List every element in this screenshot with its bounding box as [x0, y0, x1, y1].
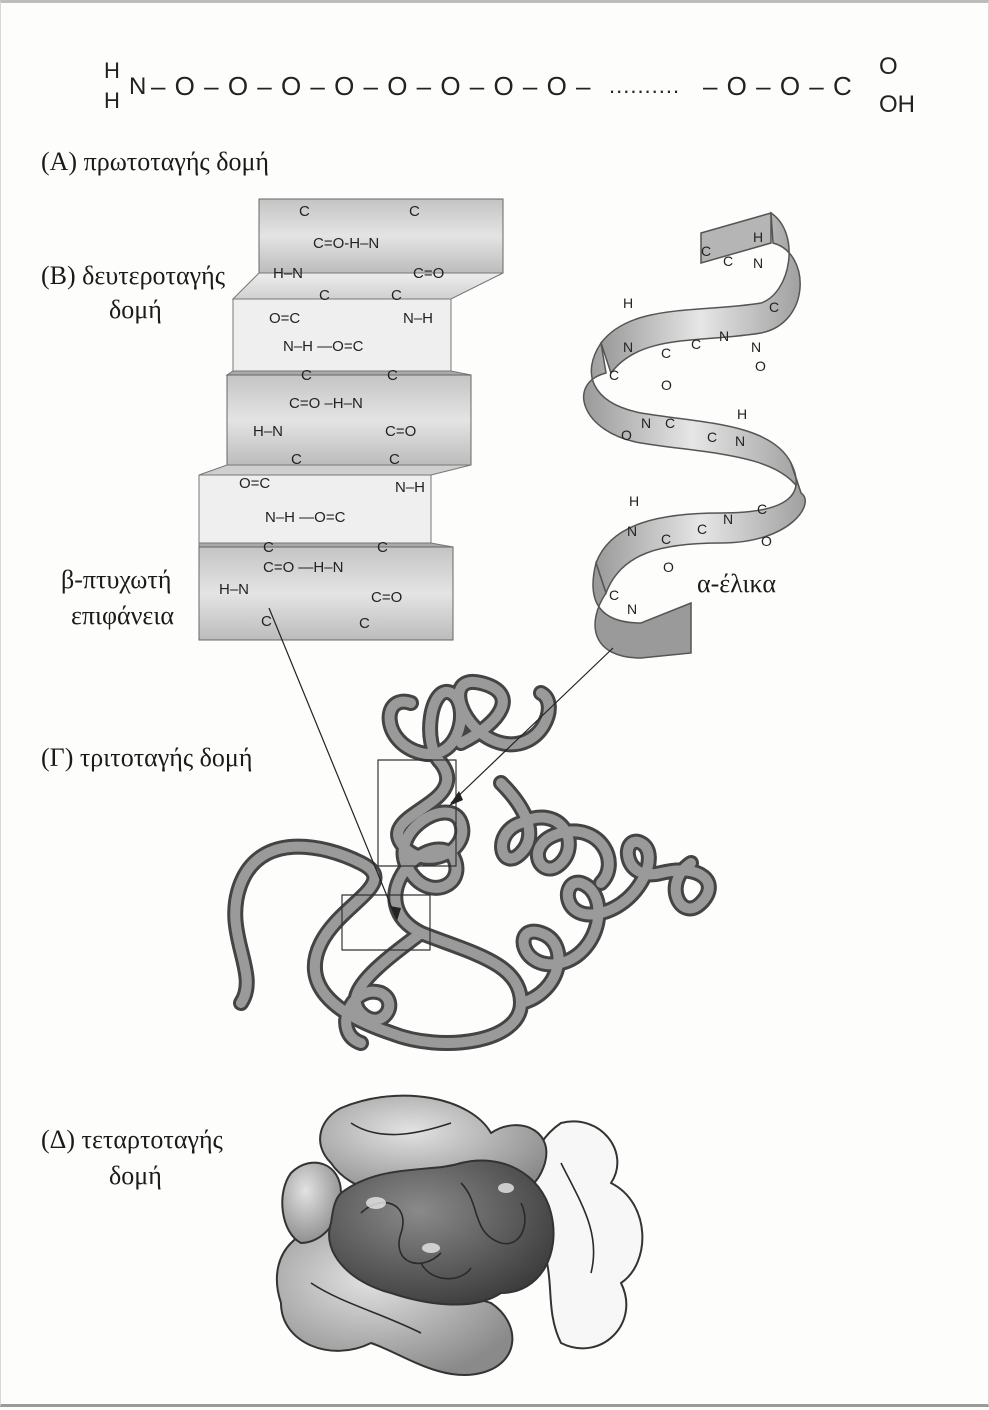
- helix-atom: C: [707, 429, 717, 445]
- helix-atom: N: [735, 433, 745, 449]
- beta-row-8-mid: C=O –H–N: [289, 395, 363, 412]
- helix-atom: N: [751, 339, 761, 355]
- helix-atom: N: [753, 255, 763, 271]
- beta-row-4-right: C: [391, 287, 402, 304]
- beta-sheet-label-line2: επιφάνεια: [71, 601, 174, 631]
- helix-atom: H: [623, 295, 633, 311]
- beta-row-15-left: H–N: [219, 581, 249, 598]
- helix-atom: C: [757, 501, 767, 517]
- helix-atom: N: [627, 601, 637, 617]
- beta-row-15-right: C=O: [371, 589, 402, 606]
- beta-row-2-mid: C=O-H–N: [313, 235, 379, 252]
- beta-row-9-right: C=O: [385, 423, 416, 440]
- alpha-helix-label: α-έλικα: [697, 569, 776, 599]
- beta-sheet: [199, 199, 503, 640]
- beta-row-3-right: C=O: [413, 265, 444, 282]
- beta-row-10-left: C: [291, 451, 302, 468]
- beta-leader-line: [269, 608, 396, 918]
- helix-atom: C: [697, 521, 707, 537]
- helix-atom: O: [621, 427, 632, 443]
- beta-sheet-panel-1: [259, 199, 503, 273]
- beta-row-5-left: O=C: [269, 310, 300, 327]
- beta-row-11-left: O=C: [239, 475, 270, 492]
- helix-atom: C: [723, 253, 733, 269]
- helix-atom: O: [663, 559, 674, 575]
- helix-atom: H: [737, 406, 747, 422]
- helix-atom: N: [627, 523, 637, 539]
- beta-row-6-mid: N–H —O=C: [283, 338, 363, 355]
- beta-sheet-panel-8: [199, 543, 453, 547]
- helix-atom: C: [661, 345, 671, 361]
- helix-atom: H: [753, 229, 763, 245]
- helix-atom: O: [755, 358, 766, 374]
- secondary-structure-label-line2: δομή: [109, 295, 162, 325]
- beta-row-1-right: C: [409, 203, 420, 220]
- quaternary-structure-label-line2: δομή: [109, 1161, 162, 1191]
- tertiary-ribbon: [235, 682, 709, 1043]
- quaternary-structure: [277, 1096, 643, 1375]
- beta-row-5-right: N–H: [403, 310, 433, 327]
- beta-sheet-panel-6: [199, 465, 471, 475]
- beta-row-13-left: C: [263, 539, 274, 556]
- quat-highlight-3: [422, 1243, 440, 1253]
- beta-row-1-left: C: [299, 203, 310, 220]
- secondary-structure-label: (B) δευτεροταγής: [41, 261, 225, 291]
- quaternary-structure-label: (Δ) τεταρτοταγής: [41, 1125, 223, 1155]
- helix-atom: C: [609, 367, 619, 383]
- beta-row-14-mid: C=O —H–N: [263, 559, 343, 576]
- helix-atom: N: [719, 328, 729, 344]
- helix-atom: O: [661, 377, 672, 393]
- helix-atom: C: [769, 299, 779, 315]
- helix-atom: C: [661, 531, 671, 547]
- beta-sheet-panel-4: [227, 371, 471, 375]
- beta-row-3-left: H–N: [273, 265, 303, 282]
- helix-atom: C: [665, 415, 675, 431]
- beta-row-13-right: C: [377, 539, 388, 556]
- beta-row-4-left: C: [319, 287, 330, 304]
- helix-atom: N: [723, 511, 733, 527]
- beta-row-10-right: C: [389, 451, 400, 468]
- quat-subunit-dark: [329, 1160, 553, 1304]
- helix-atom: C: [609, 587, 619, 603]
- beta-row-16-right: C: [359, 615, 370, 632]
- beta-sheet-panel-5: [227, 375, 471, 465]
- beta-row-16-left: C: [261, 613, 272, 630]
- beta-row-7-left: C: [301, 367, 312, 384]
- beta-row-7-right: C: [387, 367, 398, 384]
- quat-highlight-2: [498, 1183, 514, 1193]
- beta-row-9-left: H–N: [253, 423, 283, 440]
- helix-atom: N: [623, 339, 633, 355]
- tertiary-structure-label: (Γ) τριτοταγής δομή: [41, 743, 252, 773]
- helix-atom: N: [641, 415, 651, 431]
- helix-atom: O: [761, 533, 772, 549]
- beta-row-11-right: N–H: [395, 479, 425, 496]
- helix-atom: C: [691, 336, 701, 352]
- beta-sheet-label: β-πτυχωτή: [61, 565, 171, 595]
- diagram-artwork: [1, 3, 989, 1410]
- quat-highlight-1: [366, 1197, 386, 1209]
- beta-row-12-mid: N–H —O=C: [265, 509, 345, 526]
- helix-atom: H: [629, 493, 639, 509]
- helix-atom: C: [701, 243, 711, 259]
